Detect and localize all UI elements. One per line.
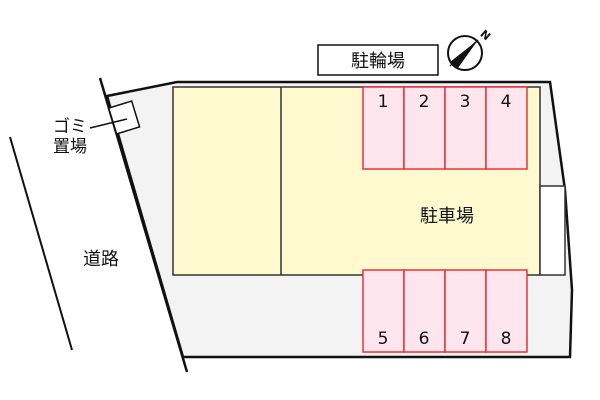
parking-space-5[interactable] — [362, 269, 405, 353]
bicycle-parking-label: 駐輪場 — [351, 51, 405, 72]
garbage-label-line1: ゴミ — [53, 116, 87, 137]
side-structure — [539, 185, 566, 276]
road-edge-line — [9, 136, 73, 351]
top-parking-spaces — [362, 86, 528, 170]
parking-space-2[interactable] — [403, 86, 446, 170]
space-number: 3 — [460, 92, 471, 112]
bicycle-parking-box — [317, 44, 439, 76]
parking-lot-label: 駐車場 — [420, 206, 474, 227]
parking-space-8[interactable] — [485, 269, 528, 353]
space-number: 8 — [501, 329, 512, 349]
garbage-label-line2: 置場 — [53, 137, 87, 157]
road-label: 道路 — [83, 249, 119, 270]
parking-space-3[interactable] — [444, 86, 487, 170]
parking-space-6[interactable] — [403, 269, 446, 353]
compass-icon: N — [447, 27, 493, 71]
parking-space-4[interactable] — [485, 86, 528, 170]
compass-north-letter: N — [478, 27, 493, 43]
parking-space-7[interactable] — [444, 269, 487, 353]
space-number: 1 — [378, 92, 389, 112]
space-number: 6 — [419, 329, 430, 349]
space-number: 4 — [501, 92, 512, 112]
space-number: 2 — [419, 92, 430, 112]
space-number: 5 — [378, 329, 389, 349]
bottom-parking-spaces — [362, 269, 528, 353]
garbage-area-box — [107, 100, 141, 135]
garbage-leader-line — [89, 118, 128, 129]
space-number: 7 — [460, 329, 471, 349]
